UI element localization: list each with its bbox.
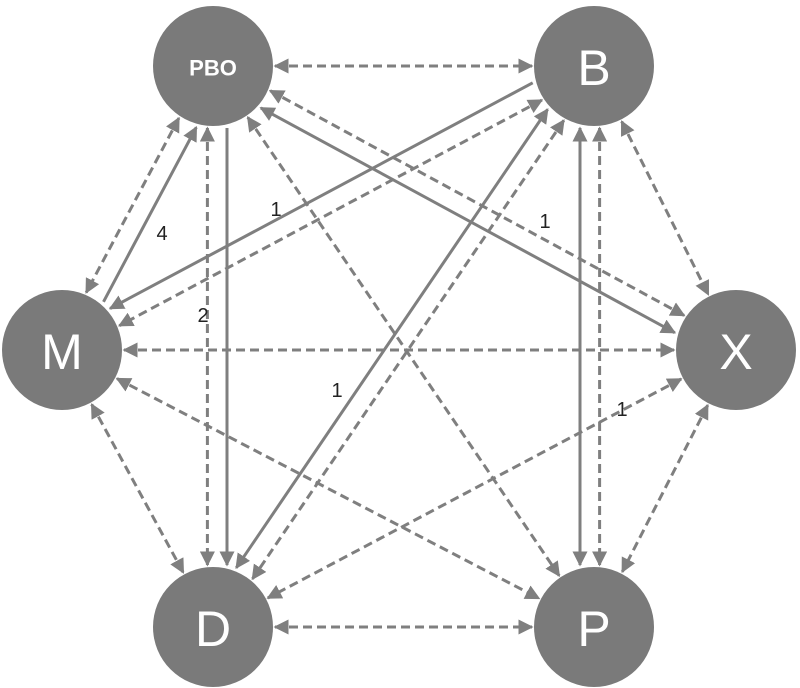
node-label-d: D: [195, 601, 231, 657]
edge-m-pbo-solid: [102, 125, 198, 303]
node-circle-x: [676, 290, 796, 410]
edge-weight-b-p: 1: [616, 399, 627, 421]
weights-layer: 4 1 2 1 1 1: [156, 199, 627, 421]
node-label-pbo: PBO: [189, 56, 237, 81]
edge-weight-b-m: 1: [270, 199, 281, 221]
edge-b-m-solid: [108, 81, 534, 310]
node-circle-p: [534, 567, 654, 687]
node-label-m: M: [41, 324, 83, 380]
edge-m-d-dashed: [90, 403, 185, 574]
nodes-layer: PBO B M X D P: [2, 6, 796, 687]
edges-layer: [84, 58, 710, 635]
node-label-p: P: [577, 601, 610, 657]
edge-weight-pbo-x: 1: [539, 211, 550, 233]
edge-pbo-x-solid: [259, 106, 677, 335]
node-pbo: PBO: [153, 6, 273, 126]
node-x: X: [676, 290, 796, 410]
edge-b-d-solid: [235, 108, 549, 570]
node-b: B: [534, 6, 654, 126]
node-label-b: B: [577, 40, 610, 96]
edge-weight-pbo-d: 2: [197, 305, 208, 327]
node-circle-pbo: [153, 6, 273, 126]
node-circle-d: [153, 567, 273, 687]
node-d: D: [153, 567, 273, 687]
node-p: P: [534, 567, 654, 687]
edge-x-d-dashed: [266, 377, 683, 600]
edge-x-p-dashed: [620, 403, 710, 574]
node-circle-b: [534, 6, 654, 126]
node-label-x: X: [719, 324, 752, 380]
edge-weight-b-d: 1: [331, 380, 342, 402]
edge-pbo-m-dashed: [84, 116, 181, 294]
edge-weight-m-pbo: 4: [156, 223, 167, 245]
edge-b-x-dashed: [620, 120, 710, 296]
node-m: M: [2, 290, 122, 410]
node-circle-m: [2, 290, 122, 410]
